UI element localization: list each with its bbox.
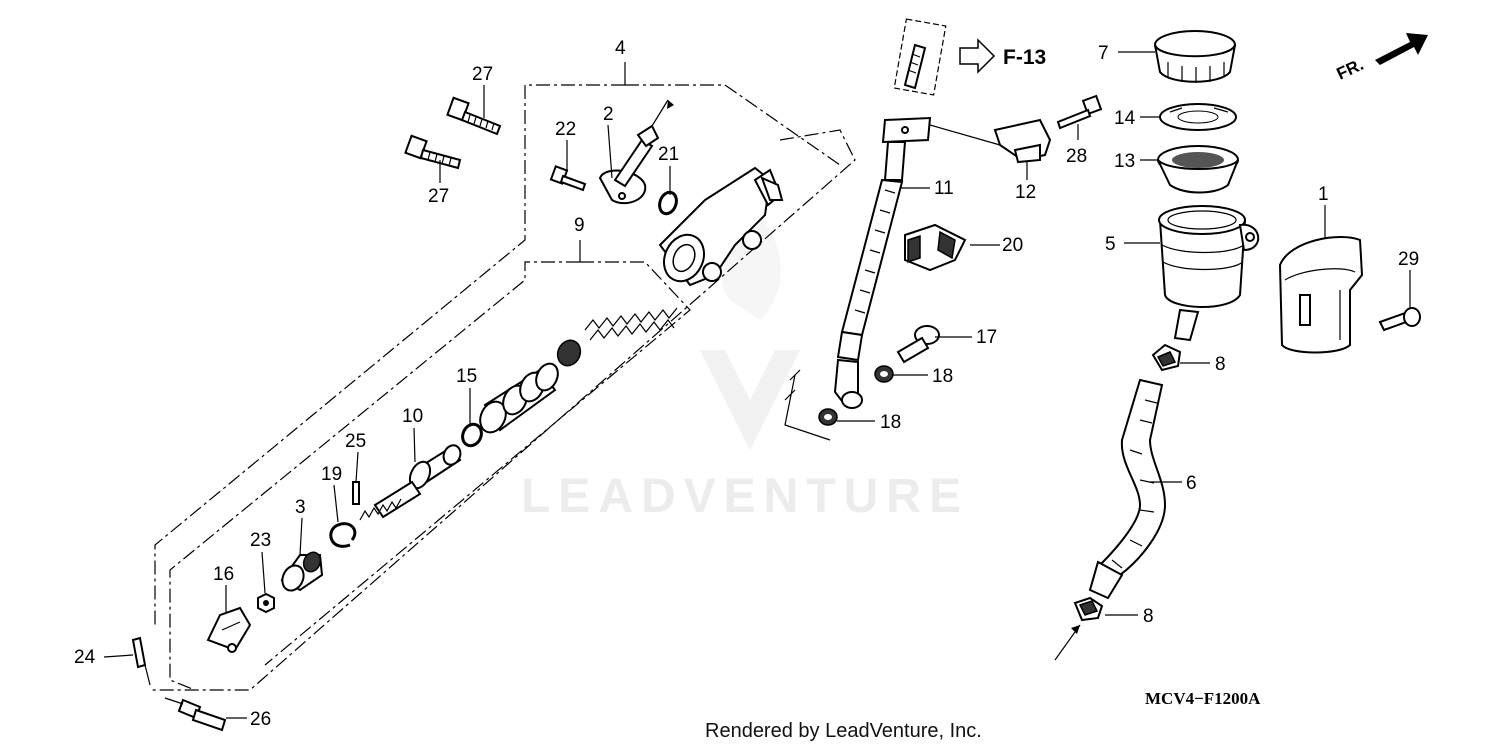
- watermark-logo: [700, 200, 800, 450]
- callout-8-upper: 8: [1215, 354, 1226, 375]
- callout-12: 12: [1015, 182, 1036, 203]
- washer-18-lower: [784, 369, 838, 441]
- hose-joint-2: [598, 99, 674, 205]
- callout-8-lower: 8: [1143, 606, 1154, 627]
- callout-5: 5: [1105, 234, 1116, 255]
- reservoir-cover-1: [1278, 236, 1364, 354]
- plate-14: [1159, 103, 1237, 131]
- pushrod-10: [359, 444, 462, 521]
- callout-28: 28: [1066, 146, 1087, 167]
- callouts: 4 27 27 22 2 21 9 15 10 25 19 3 23 16 24…: [74, 38, 1419, 730]
- callout-2: 2: [603, 104, 614, 125]
- callout-18-upper: 18: [932, 366, 953, 387]
- callout-23: 23: [250, 530, 271, 551]
- diaphragm-13: [1157, 145, 1239, 194]
- screw-29: [1378, 307, 1421, 332]
- reference-label: F-13: [1003, 46, 1046, 69]
- oil-bolt-17: [896, 325, 940, 364]
- callout-22: 22: [555, 119, 576, 140]
- diagram-code: MCV4−F1200A: [1145, 689, 1261, 708]
- callout-3: 3: [295, 497, 306, 518]
- reference-box-f13: [893, 18, 947, 96]
- bracket-12: [929, 118, 1052, 164]
- hose-clamp-20: [904, 223, 967, 272]
- callout-17: 17: [976, 327, 997, 348]
- front-arrow: FR.: [1334, 33, 1428, 84]
- clip-8-lower: [1054, 596, 1104, 661]
- callout-19: 19: [321, 464, 342, 485]
- clevis-16: [206, 606, 252, 653]
- bolt-27-upper: [446, 96, 502, 136]
- spring: [584, 307, 678, 341]
- nut-23: [257, 592, 275, 614]
- bolt-28: [1056, 94, 1103, 130]
- callout-20: 20: [1002, 235, 1023, 256]
- reservoir-cap-7: [1154, 30, 1236, 83]
- arrow-f13: [959, 38, 996, 74]
- seal: [556, 339, 582, 367]
- cotter-pin-24: [131, 636, 151, 686]
- reservoir-5: [1158, 205, 1260, 342]
- callout-9: 9: [574, 215, 585, 236]
- callout-18-lower: 18: [880, 412, 901, 433]
- brake-hose-11: [833, 116, 932, 409]
- callout-21: 21: [658, 144, 679, 165]
- watermark-text: LEADVENTURE: [521, 470, 969, 523]
- bolt-27-lower: [404, 134, 462, 170]
- callout-27-upper: 27: [472, 64, 493, 85]
- callout-26: 26: [250, 709, 271, 730]
- leader-lines: [103, 51, 1411, 719]
- hose-6: [1088, 378, 1167, 600]
- callout-14: 14: [1114, 108, 1136, 129]
- credit-text: Rendered by LeadVenture, Inc.: [705, 720, 982, 742]
- piston: [479, 362, 559, 434]
- callout-16: 16: [213, 564, 234, 585]
- callout-4: 4: [615, 38, 626, 59]
- callout-27-lower: 27: [428, 186, 449, 207]
- assembly-4-outline: [150, 62, 856, 691]
- washer-18-upper: [874, 365, 894, 383]
- bolt-22: [549, 165, 587, 192]
- joint-pin-26: [164, 697, 227, 732]
- callout-25: 25: [345, 431, 366, 452]
- front-label: FR.: [1334, 55, 1367, 84]
- assembly-9-outline: [169, 240, 691, 691]
- pin-25: [352, 481, 360, 505]
- o-ring-21: [658, 190, 678, 216]
- callout-15: 15: [456, 366, 477, 387]
- callout-10: 10: [402, 406, 423, 427]
- clip-8-upper: [1151, 343, 1182, 372]
- callout-7: 7: [1098, 43, 1109, 64]
- circlip-19: [329, 522, 357, 548]
- callout-24: 24: [74, 647, 96, 668]
- circlip-15: [461, 422, 483, 448]
- master-cylinder-body: [658, 166, 784, 287]
- callout-29: 29: [1398, 249, 1419, 270]
- boot-3: [280, 551, 324, 592]
- callout-13: 13: [1114, 151, 1135, 172]
- callout-1: 1: [1318, 184, 1329, 205]
- callout-11: 11: [934, 178, 954, 199]
- callout-6: 6: [1186, 473, 1197, 494]
